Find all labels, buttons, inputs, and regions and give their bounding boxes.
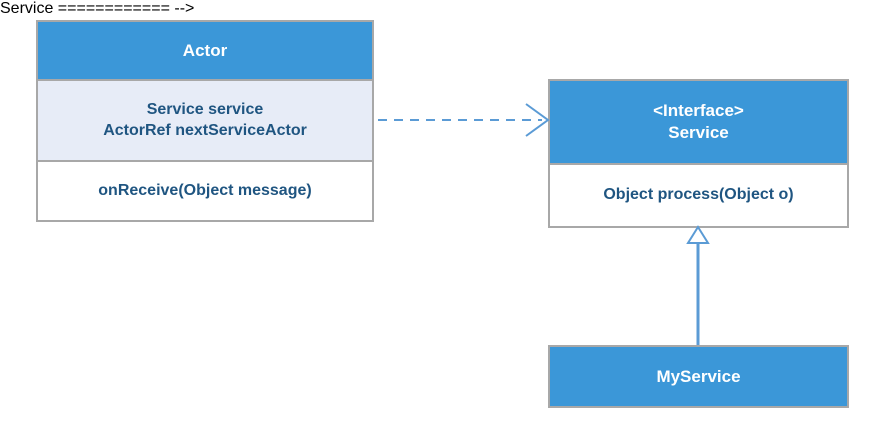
class-box-service[interactable]: <Interface> Service Object process(Objec… — [548, 79, 849, 228]
class-box-actor[interactable]: Actor Service service ActorRef nextServi… — [36, 20, 374, 222]
attribute-item: Service service — [146, 101, 264, 119]
open-arrowhead-icon — [525, 103, 550, 137]
class-name-service: Service — [668, 122, 729, 142]
class-header-myservice: MyService — [550, 347, 847, 406]
class-name-actor: Actor — [182, 40, 228, 60]
class-methods-service: Object process(Object o) — [550, 162, 847, 226]
class-box-myservice[interactable]: MyService — [548, 345, 849, 408]
class-stereotype-service: <Interface> — [653, 101, 744, 121]
dependency-arrow-actor-to-service — [378, 103, 550, 137]
class-header-actor: Actor — [38, 22, 372, 79]
method-item: Object process(Object o) — [603, 186, 794, 204]
class-methods-actor: onReceive(Object message) — [38, 160, 372, 220]
attribute-item: ActorRef nextServiceActor — [103, 121, 307, 139]
class-header-service: <Interface> Service — [550, 81, 847, 163]
hollow-triangle-arrowhead-icon — [686, 225, 710, 244]
class-name-myservice: MyService — [656, 366, 741, 386]
method-item: onReceive(Object message) — [98, 181, 312, 199]
class-attributes-actor: Service service ActorRef nextServiceActo… — [38, 78, 372, 161]
generalization-arrow-myservice-to-service — [686, 225, 710, 345]
